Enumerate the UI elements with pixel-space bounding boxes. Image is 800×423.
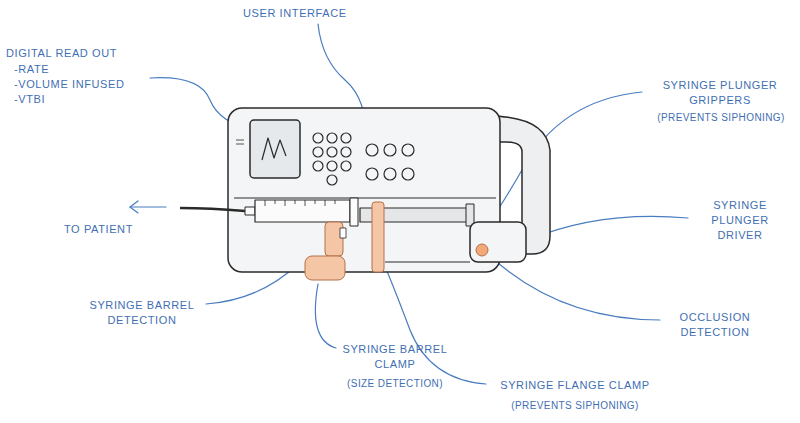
part-label: SYRINGE PLUNGER DRIVER xyxy=(695,198,785,243)
syringe-flange xyxy=(350,198,358,226)
part-label: -RATE xyxy=(14,62,134,77)
pump xyxy=(180,108,550,280)
part-label: TO PATIENT xyxy=(64,222,174,237)
barrel-detector xyxy=(340,228,346,238)
guide-rod xyxy=(385,261,470,262)
barrel-clamp xyxy=(325,222,343,256)
plunger-driver xyxy=(470,222,526,262)
tube xyxy=(180,208,245,211)
part-label: (PREVENTS SIPHONING) xyxy=(490,398,660,413)
part-label: USER INTERFACE xyxy=(243,6,393,21)
part-label: SYRINGE BARREL DETECTION xyxy=(82,298,202,328)
display-scribble xyxy=(262,138,286,160)
part-label: OCCLUSION DETECTION xyxy=(665,310,765,340)
barrel-clamp-knob xyxy=(305,256,345,280)
arrow-line xyxy=(130,206,166,207)
graduations xyxy=(265,200,335,206)
leader-lines xyxy=(130,24,688,384)
part-label: DIGITAL READ OUT xyxy=(6,46,146,61)
part-label: SYRINGE PLUNGER GRIPPERS xyxy=(650,78,790,108)
leader-line xyxy=(484,92,642,230)
logo-mark xyxy=(236,140,244,144)
keypad xyxy=(313,133,414,185)
occlusion-sensor xyxy=(476,244,488,256)
part-label: SYRINGE FLANGE CLAMP xyxy=(490,378,660,393)
part-label: SYRINGE BARREL CLAMP xyxy=(340,342,450,372)
leader-line xyxy=(315,284,336,348)
plunger-head xyxy=(466,204,474,226)
leader-line xyxy=(490,256,660,320)
part-label: (SIZE DETECTION) xyxy=(330,376,460,391)
part-label: -VOLUME INFUSED xyxy=(14,77,144,92)
part-label: -VTBI xyxy=(14,92,134,107)
arrow-head xyxy=(130,201,138,213)
body-edge xyxy=(234,198,496,199)
syringe-tip xyxy=(245,207,255,215)
flange-clamp xyxy=(372,202,384,272)
part-label: (PREVENTS SIPHONING) xyxy=(648,110,794,125)
leader-line xyxy=(528,216,688,240)
pump-body xyxy=(228,108,500,272)
syringe-barrel xyxy=(255,200,350,222)
display-screen xyxy=(250,120,300,178)
